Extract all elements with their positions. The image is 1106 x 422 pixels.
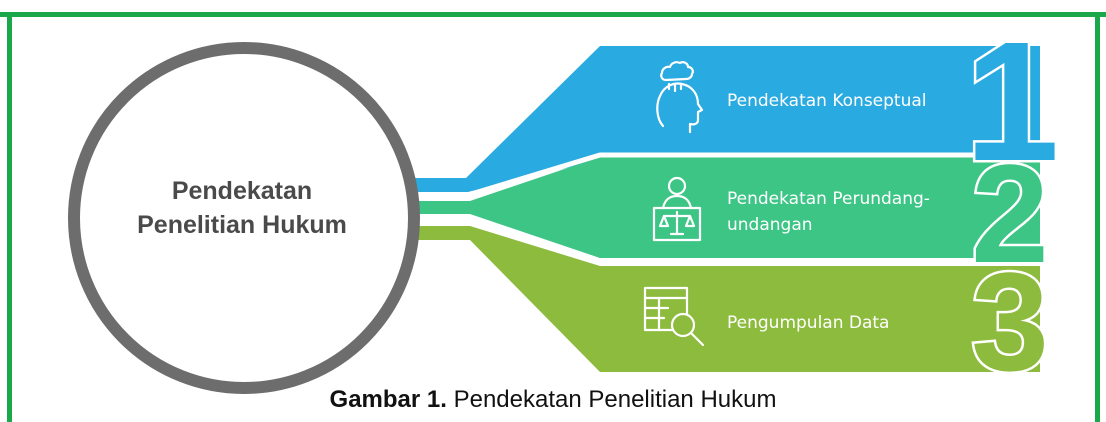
- ribbon-2: [388, 157, 1040, 258]
- step-label-3: Pengumpulan Data: [727, 313, 890, 333]
- ribbon-separator: [388, 152, 1040, 198]
- step-number-2: 2: [971, 135, 1049, 292]
- caption-text: Pendekatan Penelitian Hukum: [446, 386, 777, 413]
- step-label-2-line: undangan: [727, 215, 813, 235]
- ribbon-3: [388, 226, 1040, 372]
- step-number-3: 3: [971, 243, 1049, 400]
- step-number-1: 1: [965, 7, 1060, 197]
- step-label-1: Pendekatan Konseptual: [727, 91, 927, 111]
- center-title-line: Pendekatan: [171, 177, 313, 205]
- center-title: Pendekatan Penelitian Hukum: [92, 174, 392, 242]
- step-label-2-line: Pendekatan Perundang-: [727, 189, 930, 209]
- figure-caption: Gambar 1. Pendekatan Penelitian Hukum: [0, 386, 1106, 414]
- center-title-line: Penelitian Hukum: [137, 211, 347, 239]
- ribbon-separator: [388, 217, 1040, 265]
- center-circle: [68, 42, 420, 394]
- table-search-icon: [643, 286, 705, 347]
- head-thinking-icon: [656, 61, 704, 134]
- step-label-2: Pendekatan Perundang- undangan: [727, 186, 967, 238]
- judge-scales-icon: [652, 176, 702, 242]
- frame: [0, 12, 1106, 422]
- caption-prefix: Gambar 1.: [329, 386, 447, 413]
